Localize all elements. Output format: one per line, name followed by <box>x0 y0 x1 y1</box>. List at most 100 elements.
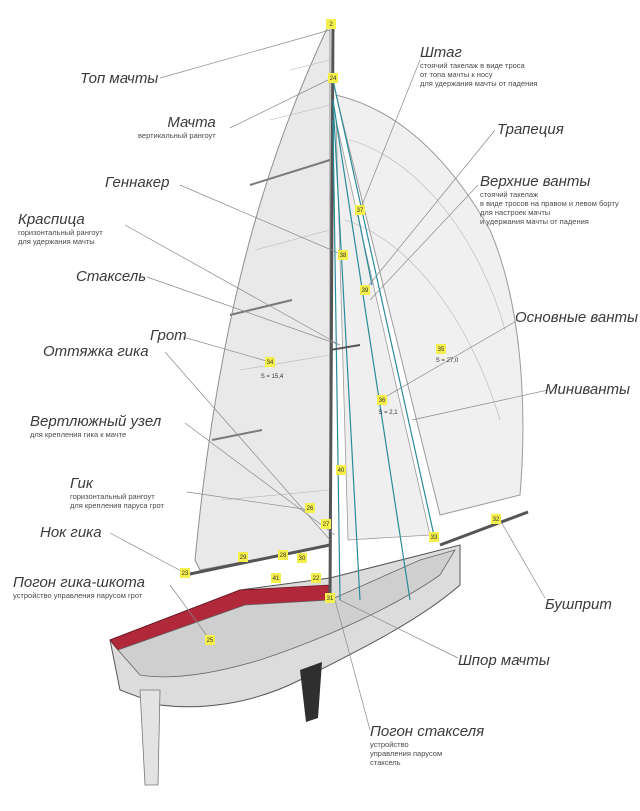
label-trapeze: Трапеция <box>497 122 564 138</box>
label-mini-shrouds: Миниванты <box>545 382 630 398</box>
label-upper-shrouds-title: Верхние ванты <box>480 173 591 190</box>
leader-lines <box>109 29 549 731</box>
label-trapeze-title: Трапеция <box>497 121 564 138</box>
marker-number: 37 <box>357 208 364 214</box>
label-forestay: Штаг стоячий такелаж в виде троса от топ… <box>420 44 537 89</box>
marker-number: 40 <box>338 468 345 474</box>
marker-box <box>278 550 288 560</box>
bowsprit-spar <box>439 510 529 547</box>
marker-box <box>436 344 446 354</box>
mainsail-area-label: S = 15,4 <box>261 374 284 380</box>
marker-number: 23 <box>182 571 189 577</box>
marker-number: 29 <box>240 555 247 561</box>
rigging <box>332 79 436 601</box>
sail-seams <box>221 59 506 501</box>
label-staysail: Стаксель <box>76 269 146 285</box>
spreader-spar <box>329 344 361 351</box>
label-boom-desc-1: горизонтальный рангоут <box>70 492 155 501</box>
label-spreader: Краспица горизонтальный рангоут для удер… <box>18 211 103 247</box>
keel <box>300 662 322 722</box>
mainsail-sail <box>194 21 331 571</box>
label-upper-shrouds-desc-1: стоячий такелаж <box>480 190 539 199</box>
label-jib-track-title: Погон стакселя <box>370 723 485 740</box>
marker-box <box>311 573 321 583</box>
deck <box>117 549 456 678</box>
label-boom-desc-2: для крепления паруса грот <box>70 501 164 510</box>
gennaker-sail <box>335 94 524 516</box>
label-mast-step-title: Шпор мачты <box>458 652 550 669</box>
label-main-shrouds: Основные ванты <box>515 310 638 326</box>
label-mainsail: Грот <box>150 328 187 344</box>
label-top-mast: Топ мачты <box>80 71 158 87</box>
label-boom-title: Гик <box>70 475 93 492</box>
marker-box <box>265 357 275 367</box>
rudder <box>139 689 161 786</box>
marker-number: 33 <box>431 535 438 541</box>
label-boom-vang-title: Оттяжка гика <box>43 343 149 360</box>
marker-number: 34 <box>267 360 274 366</box>
marker-box <box>338 250 348 260</box>
label-upper-shrouds-desc-2: в виде тросов на правом и левом борту <box>480 199 619 208</box>
label-mainsheet-track-title: Погон гика-шкота <box>13 574 145 591</box>
marker-box <box>336 465 346 475</box>
label-jib-track-desc-2: управления парусом <box>370 749 443 758</box>
label-mainsheet-track: Погон гика-шкота устройство управления п… <box>13 574 145 601</box>
marker-box <box>326 19 336 29</box>
staysail-area-label: S = 2,1 <box>378 410 398 416</box>
label-gennaker: Геннакер <box>105 175 169 191</box>
label-mainsail-title: Грот <box>150 327 187 344</box>
marker-number: 27 <box>323 522 330 528</box>
label-spreader-desc-1: горизонтальный рангоут <box>18 228 103 237</box>
label-bowsprit-title: Бушприт <box>545 596 612 613</box>
marker-number: 30 <box>299 556 306 562</box>
marker-box <box>355 205 365 215</box>
marker-number: 35 <box>438 347 445 353</box>
marker-box <box>180 568 190 578</box>
label-jib-track-desc-1: устройство <box>370 740 409 749</box>
marker-box <box>491 514 501 524</box>
label-gennaker-title: Геннакер <box>105 174 170 191</box>
marker-box <box>360 285 370 295</box>
label-boom-end: Нок гика <box>40 525 102 541</box>
label-staysail-title: Стаксель <box>76 268 147 285</box>
label-mainsheet-track-desc: устройство управления парусом грот <box>13 591 143 600</box>
label-mini-shrouds-title: Миниванты <box>545 381 631 398</box>
marker-box <box>377 395 387 405</box>
label-gooseneck-desc: для крепления гика к мачте <box>30 430 127 439</box>
marker-number: 24 <box>330 76 337 82</box>
label-main-shrouds-title: Основные ванты <box>515 309 639 326</box>
marker-number: 2 <box>329 22 333 28</box>
marker-box <box>305 503 315 513</box>
label-forestay-title: Штаг <box>420 44 462 61</box>
marker-number: 22 <box>313 576 320 582</box>
gennaker-area-label: S = 27,0 <box>436 358 459 364</box>
label-jib-track-desc-3: стаксель <box>370 758 401 767</box>
label-bowsprit: Бушприт <box>545 597 612 613</box>
boom-spar <box>184 543 331 577</box>
marker-box <box>297 553 307 563</box>
label-jib-track: Погон стакселя устройство управления пар… <box>370 723 485 768</box>
marker-number: 41 <box>273 576 280 582</box>
marker-box <box>238 552 248 562</box>
marker-box <box>325 593 335 603</box>
label-upper-shrouds: Верхние ванты стоячий такелаж в виде тро… <box>480 173 619 227</box>
marker-number: 28 <box>280 553 287 559</box>
label-boom-vang: Оттяжка гика <box>43 344 149 360</box>
marker-number: 32 <box>493 517 500 523</box>
label-upper-shrouds-desc-4: и удержания мачты от падения <box>480 217 589 226</box>
label-top-mast-title: Топ мачты <box>80 70 159 87</box>
marker-box <box>328 73 338 83</box>
marker-number: 36 <box>379 398 386 404</box>
label-mast-step: Шпор мачты <box>458 653 550 669</box>
marker-number: 26 <box>307 506 314 512</box>
label-mast: Мачта вертикальный рангоут <box>138 115 216 141</box>
label-forestay-desc-1: стоячий такелаж в виде троса <box>420 61 525 70</box>
label-forestay-desc-2: от топа мачты к носу <box>420 70 493 79</box>
mast-spar <box>328 19 335 601</box>
label-mast-desc: вертикальный рангоут <box>138 131 216 140</box>
marker-box <box>271 573 281 583</box>
label-spreader-title: Краспица <box>18 211 85 228</box>
marker-box <box>429 532 439 542</box>
